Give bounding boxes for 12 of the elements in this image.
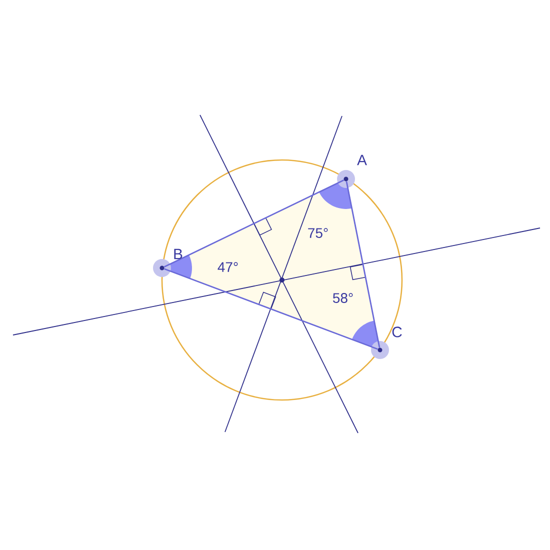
vertex-label: C bbox=[392, 326, 402, 338]
vertex-label: B bbox=[174, 248, 182, 260]
angle-label: 58° bbox=[332, 293, 353, 303]
angle-label: 47° bbox=[218, 262, 238, 272]
triangle-side bbox=[164, 268, 378, 350]
vertex-point bbox=[153, 259, 171, 277]
angle-label: 75° bbox=[308, 228, 328, 238]
triangle-side bbox=[346, 181, 380, 348]
vertex-label: A bbox=[357, 154, 367, 166]
triangle-side bbox=[164, 179, 344, 268]
vertex-point bbox=[337, 170, 355, 188]
vertex-point bbox=[371, 341, 389, 359]
